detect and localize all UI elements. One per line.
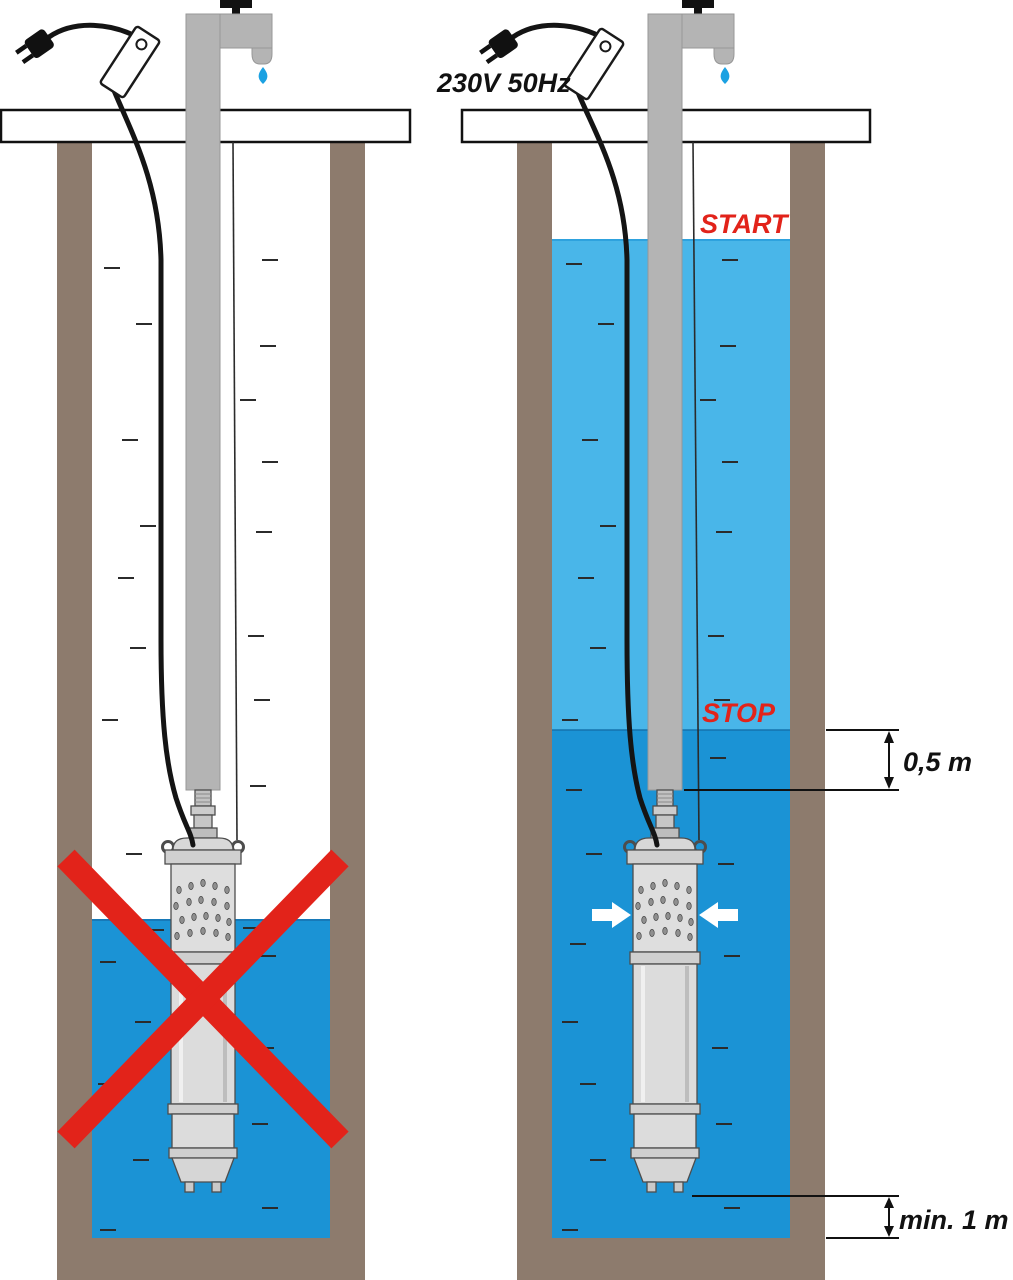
control-box-body: [99, 25, 161, 99]
control-box-button: [599, 40, 612, 53]
arrowhead-up-icon: [884, 1197, 894, 1208]
plug-pin-bottom: [485, 53, 499, 65]
power-plug-icon: [15, 29, 54, 65]
stop-level-label: STOP: [702, 698, 776, 728]
dimension-stop-to-pump: 0,5 m: [684, 729, 972, 791]
safety-rope: [232, 141, 238, 841]
correct-installation-diagram: START STOP 0,5 m min. 1 m 230V 50Hz: [436, 0, 1009, 1280]
cable-control-box: [99, 25, 161, 99]
power-plug-icon: [479, 29, 518, 65]
water-ripple-dashes: [562, 259, 740, 1231]
voltage-label: 230V 50Hz: [436, 68, 571, 98]
arrowhead-down-icon: [884, 1226, 894, 1237]
arrowhead-down-icon: [884, 777, 894, 789]
start-level-label: START: [700, 209, 790, 239]
plug-pin-top: [479, 44, 492, 55]
cable-control-box: [563, 27, 625, 101]
control-box-button: [135, 38, 148, 51]
plug-body: [488, 29, 518, 59]
arrowhead-up-icon: [884, 731, 894, 743]
well-casing: [57, 142, 365, 1280]
plug-pin-top: [15, 44, 28, 55]
plug-body: [24, 29, 54, 59]
power-cable: [574, 87, 660, 848]
power-cable: [110, 85, 196, 848]
dimension-pump-to-bottom: min. 1 m: [692, 1195, 1009, 1239]
plug-pin-bottom: [21, 53, 35, 65]
submersible-pump: [622, 788, 708, 1194]
safety-rope: [692, 141, 700, 841]
inflow-arrow-right-icon: [699, 902, 738, 928]
distance-label-min-1m: min. 1 m: [899, 1205, 1009, 1235]
inflow-arrow-left-icon: [592, 902, 631, 928]
cross-stroke-2: [57, 849, 349, 1149]
incorrect-installation-diagram: [0, 0, 412, 1280]
control-box-body: [563, 27, 625, 101]
distance-label-0-5m: 0,5 m: [903, 747, 972, 777]
well-casing: [517, 142, 825, 1280]
prohibition-cross-icon: [57, 849, 349, 1149]
